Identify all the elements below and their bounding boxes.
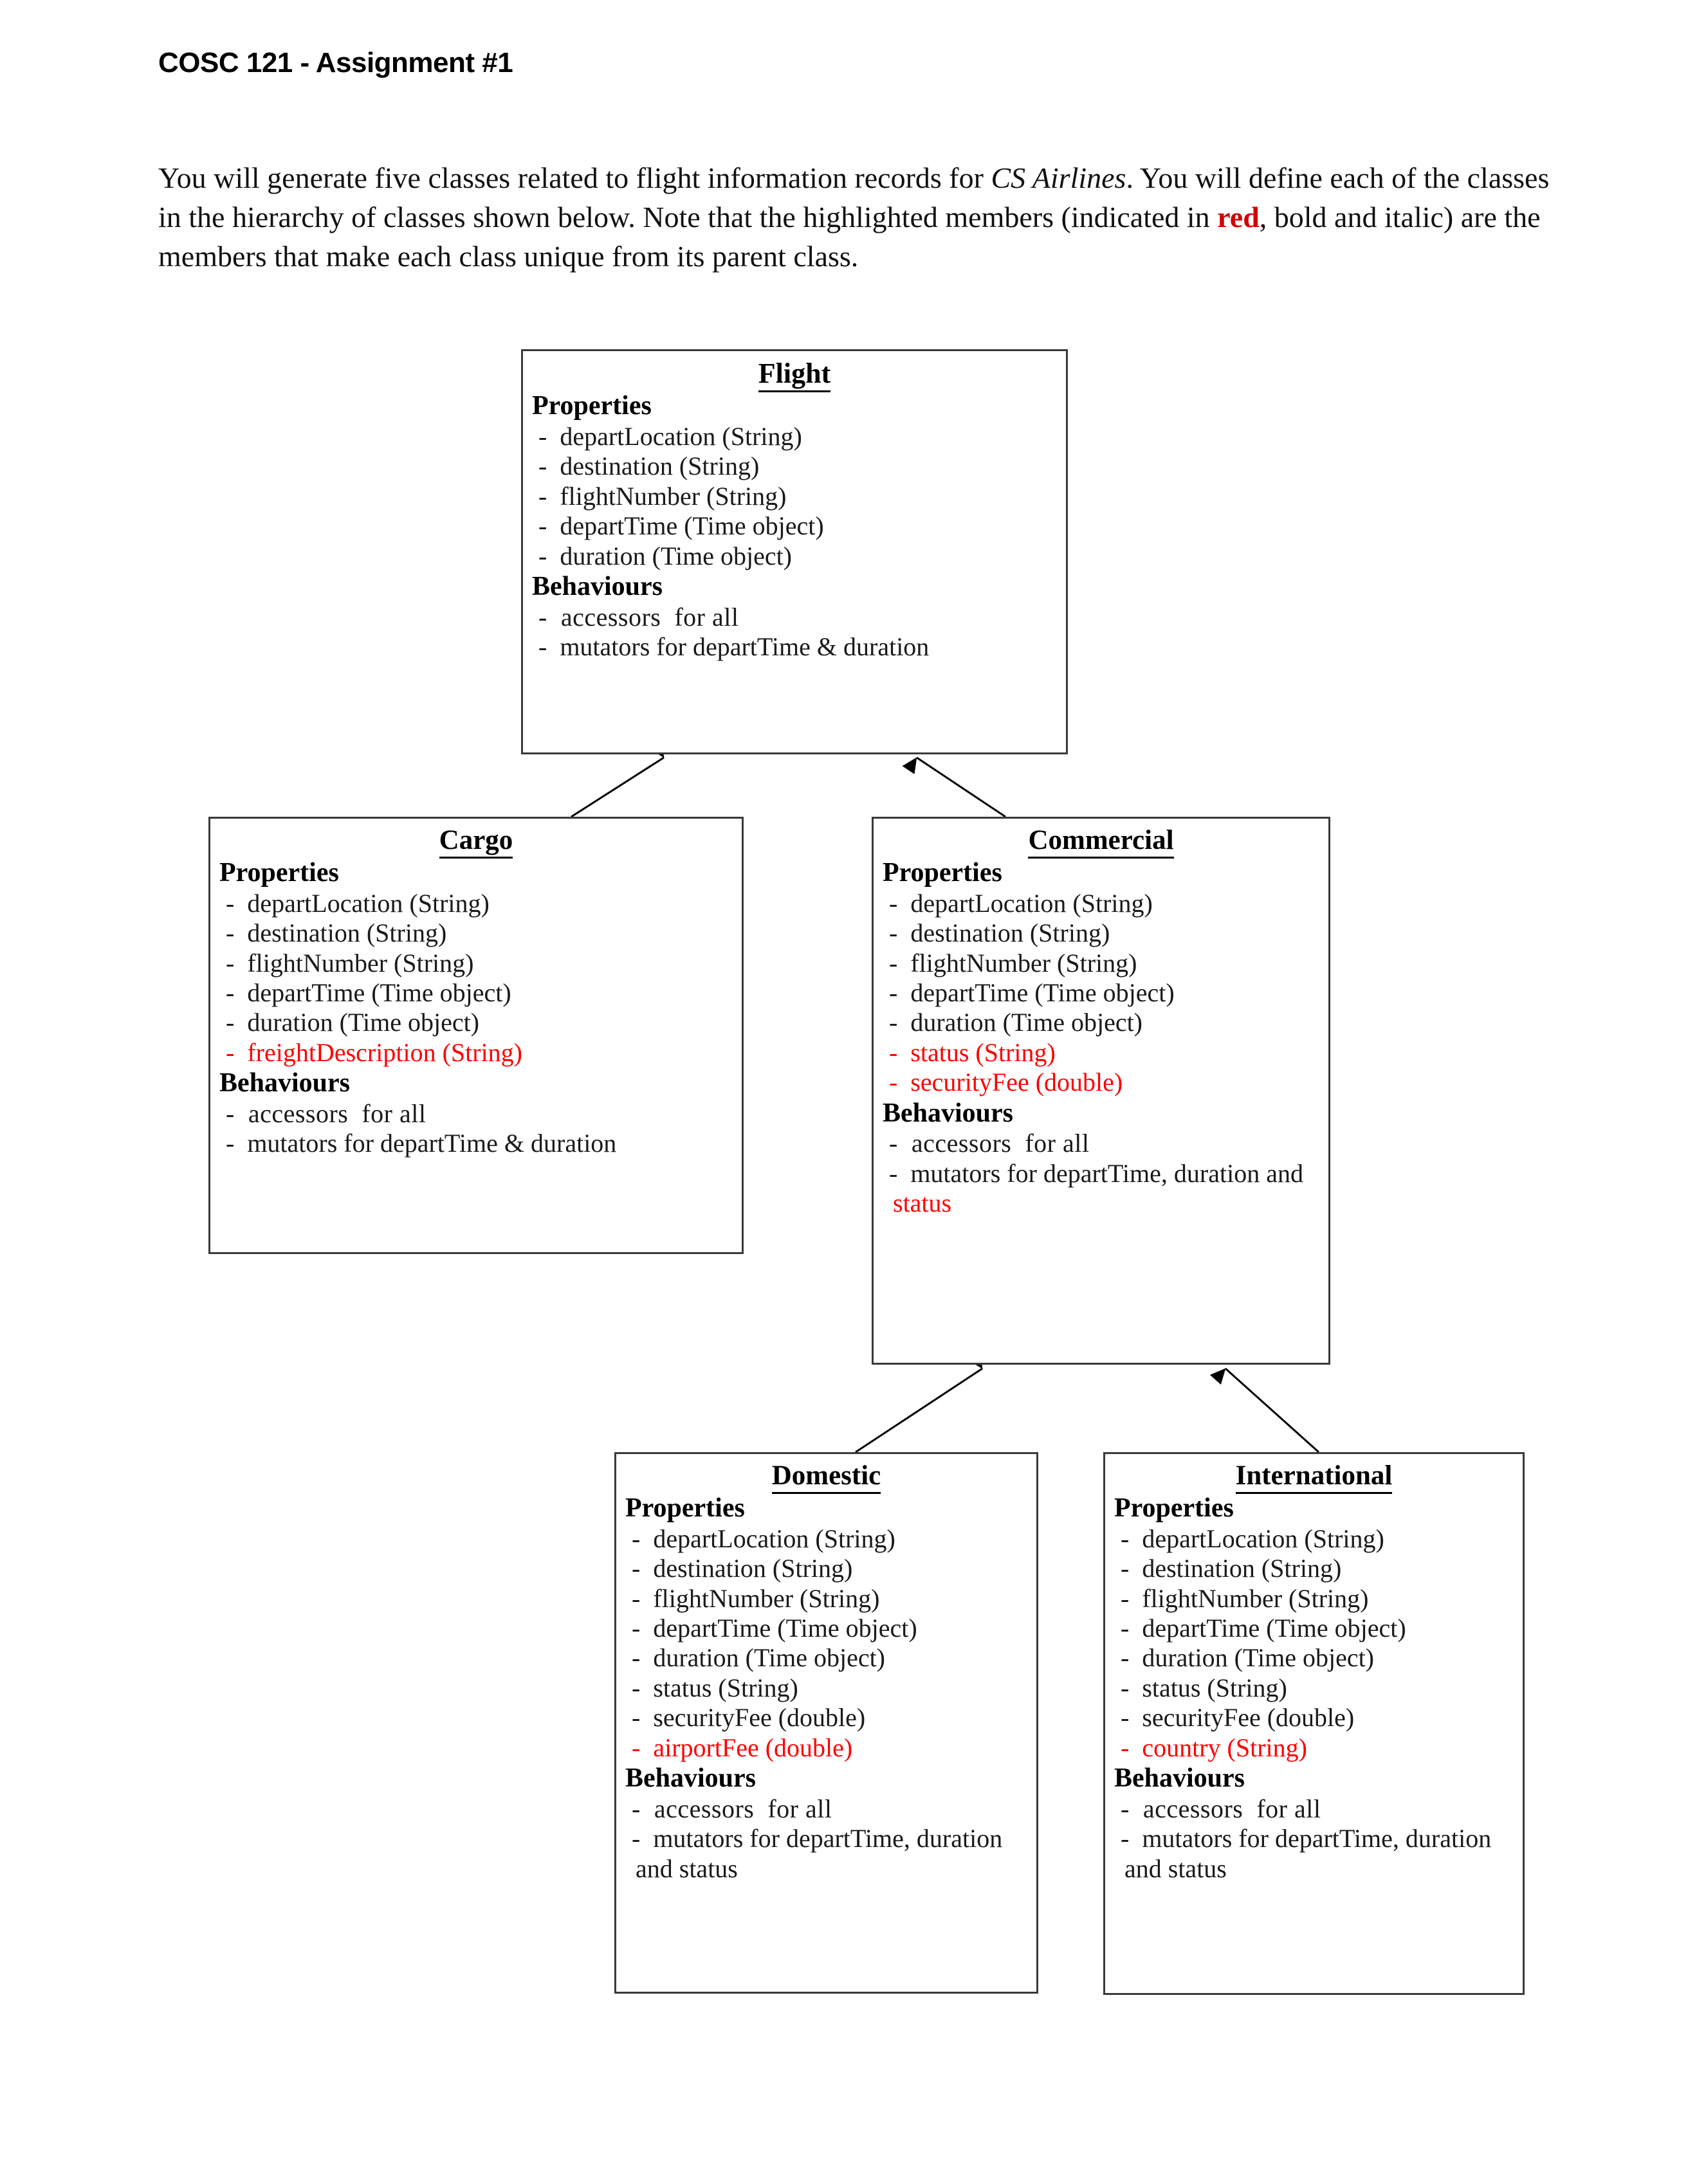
intro-paragraph: You will generate five classes related t… bbox=[158, 158, 1567, 277]
member-row: - destination (String) bbox=[226, 918, 447, 948]
section-head-behaviours: Behaviours bbox=[883, 1098, 1014, 1128]
member-row: - destination (String) bbox=[632, 1554, 853, 1583]
member-row-highlighted: - status (String) bbox=[889, 1037, 1056, 1067]
section-head-properties: Properties bbox=[883, 858, 1002, 888]
section-head-behaviours: Behaviours bbox=[219, 1068, 351, 1098]
member-row: - status (String) bbox=[632, 1673, 798, 1702]
member-row: - departLocation (String) bbox=[632, 1524, 895, 1553]
class-box-international[interactable]: International Properties - departLocatio… bbox=[1103, 1452, 1525, 1995]
member-row: - accessors for all bbox=[538, 602, 739, 632]
edge-international-to-commercial bbox=[1209, 1367, 1320, 1453]
member-row: - mutators for departTime, duration and … bbox=[1121, 1824, 1498, 1883]
class-box-domestic[interactable]: Domestic Properties - departLocation (St… bbox=[614, 1452, 1038, 1994]
class-title-flight: Flight bbox=[523, 351, 1066, 392]
member-row: - duration (Time object) bbox=[889, 1008, 1143, 1037]
member-row: - flightNumber (String) bbox=[538, 481, 787, 511]
member-row: - accessors for all bbox=[226, 1098, 427, 1128]
member-row: - duration (Time object) bbox=[632, 1643, 886, 1673]
section-head-behaviours: Behaviours bbox=[1114, 1763, 1245, 1793]
section-head-properties: Properties bbox=[1114, 1493, 1234, 1524]
member-row: - duration (Time object) bbox=[1121, 1643, 1375, 1673]
member-row: - mutators for departTime & duration bbox=[226, 1129, 617, 1158]
page-title: COSC 121 - Assignment #1 bbox=[158, 47, 513, 78]
class-title-international: International bbox=[1105, 1454, 1523, 1494]
edge-commercial-to-flight bbox=[902, 756, 1006, 818]
member-row: - departTime (Time object) bbox=[632, 1614, 917, 1643]
member-row-highlighted: - airportFee (double) bbox=[632, 1733, 853, 1762]
edge-domestic-to-commercial bbox=[855, 1352, 983, 1453]
member-text: - mutators for departTime, duration and bbox=[889, 1158, 1310, 1188]
member-row: - flightNumber (String) bbox=[632, 1583, 880, 1613]
member-row: - destination (String) bbox=[538, 451, 760, 481]
member-row: - destination (String) bbox=[1121, 1554, 1342, 1583]
class-title-cargo: Cargo bbox=[210, 819, 742, 859]
edge-cargo-to-flight bbox=[571, 741, 665, 818]
class-title-domestic: Domestic bbox=[616, 1454, 1036, 1494]
section-head-properties: Properties bbox=[532, 391, 652, 421]
member-row-mixed: - mutators for departTime, duration and … bbox=[874, 1159, 1328, 1219]
member-row: - mutators for departTime & duration bbox=[538, 632, 930, 662]
member-row: - flightNumber (String) bbox=[226, 948, 474, 978]
section-head-behaviours: Behaviours bbox=[625, 1763, 757, 1793]
member-row: - flightNumber (String) bbox=[1121, 1583, 1369, 1613]
member-row-highlighted: - country (String) bbox=[1121, 1733, 1307, 1762]
class-box-commercial[interactable]: Commercial Properties - departLocation (… bbox=[872, 817, 1330, 1365]
member-row: - departTime (Time object) bbox=[1121, 1614, 1406, 1643]
member-row: - departLocation (String) bbox=[538, 421, 802, 451]
member-text-highlighted: status bbox=[893, 1188, 952, 1218]
intro-text-part2: . You will define each of the classes in… bbox=[158, 161, 1550, 234]
member-row: - flightNumber (String) bbox=[889, 948, 1137, 978]
section-head-properties: Properties bbox=[625, 1493, 745, 1524]
section-head-properties: Properties bbox=[219, 858, 339, 888]
section-head-behaviours: Behaviours bbox=[532, 571, 663, 601]
member-row: - securityFee (double) bbox=[1121, 1703, 1355, 1733]
member-row: - departLocation (String) bbox=[226, 888, 490, 918]
member-row: - departTime (Time object) bbox=[538, 511, 824, 541]
member-row: - departLocation (String) bbox=[889, 888, 1153, 918]
intro-text-part3: , bold and italic) are the members that … bbox=[158, 201, 1541, 273]
member-row-highlighted: - securityFee (double) bbox=[889, 1068, 1123, 1097]
member-row: - departTime (Time object) bbox=[889, 978, 1175, 1008]
member-row: - mutators for departTime, duration and … bbox=[632, 1824, 1009, 1883]
class-box-flight[interactable]: Flight Properties - departLocation (Stri… bbox=[521, 349, 1068, 754]
member-row: - duration (Time object) bbox=[226, 1008, 480, 1037]
intro-italic-cs-airlines: CS Airlines bbox=[991, 161, 1126, 194]
member-row: - securityFee (double) bbox=[632, 1703, 866, 1733]
intro-red-word: red bbox=[1217, 201, 1260, 234]
member-row: - destination (String) bbox=[889, 918, 1110, 948]
intro-text-part1: You will generate five classes related t… bbox=[158, 161, 991, 194]
member-row: - accessors for all bbox=[632, 1794, 832, 1823]
member-row: - accessors for all bbox=[1121, 1794, 1321, 1823]
member-row: - duration (Time object) bbox=[538, 541, 793, 570]
member-row: - departTime (Time object) bbox=[226, 978, 511, 1008]
member-row: - status (String) bbox=[1121, 1673, 1287, 1702]
member-row: - departLocation (String) bbox=[1121, 1524, 1384, 1553]
member-row-highlighted: - freightDescription (String) bbox=[226, 1037, 522, 1067]
member-row: - accessors for all bbox=[889, 1129, 1090, 1158]
class-title-commercial: Commercial bbox=[874, 819, 1328, 859]
class-box-cargo[interactable]: Cargo Properties - departLocation (Strin… bbox=[208, 817, 744, 1254]
